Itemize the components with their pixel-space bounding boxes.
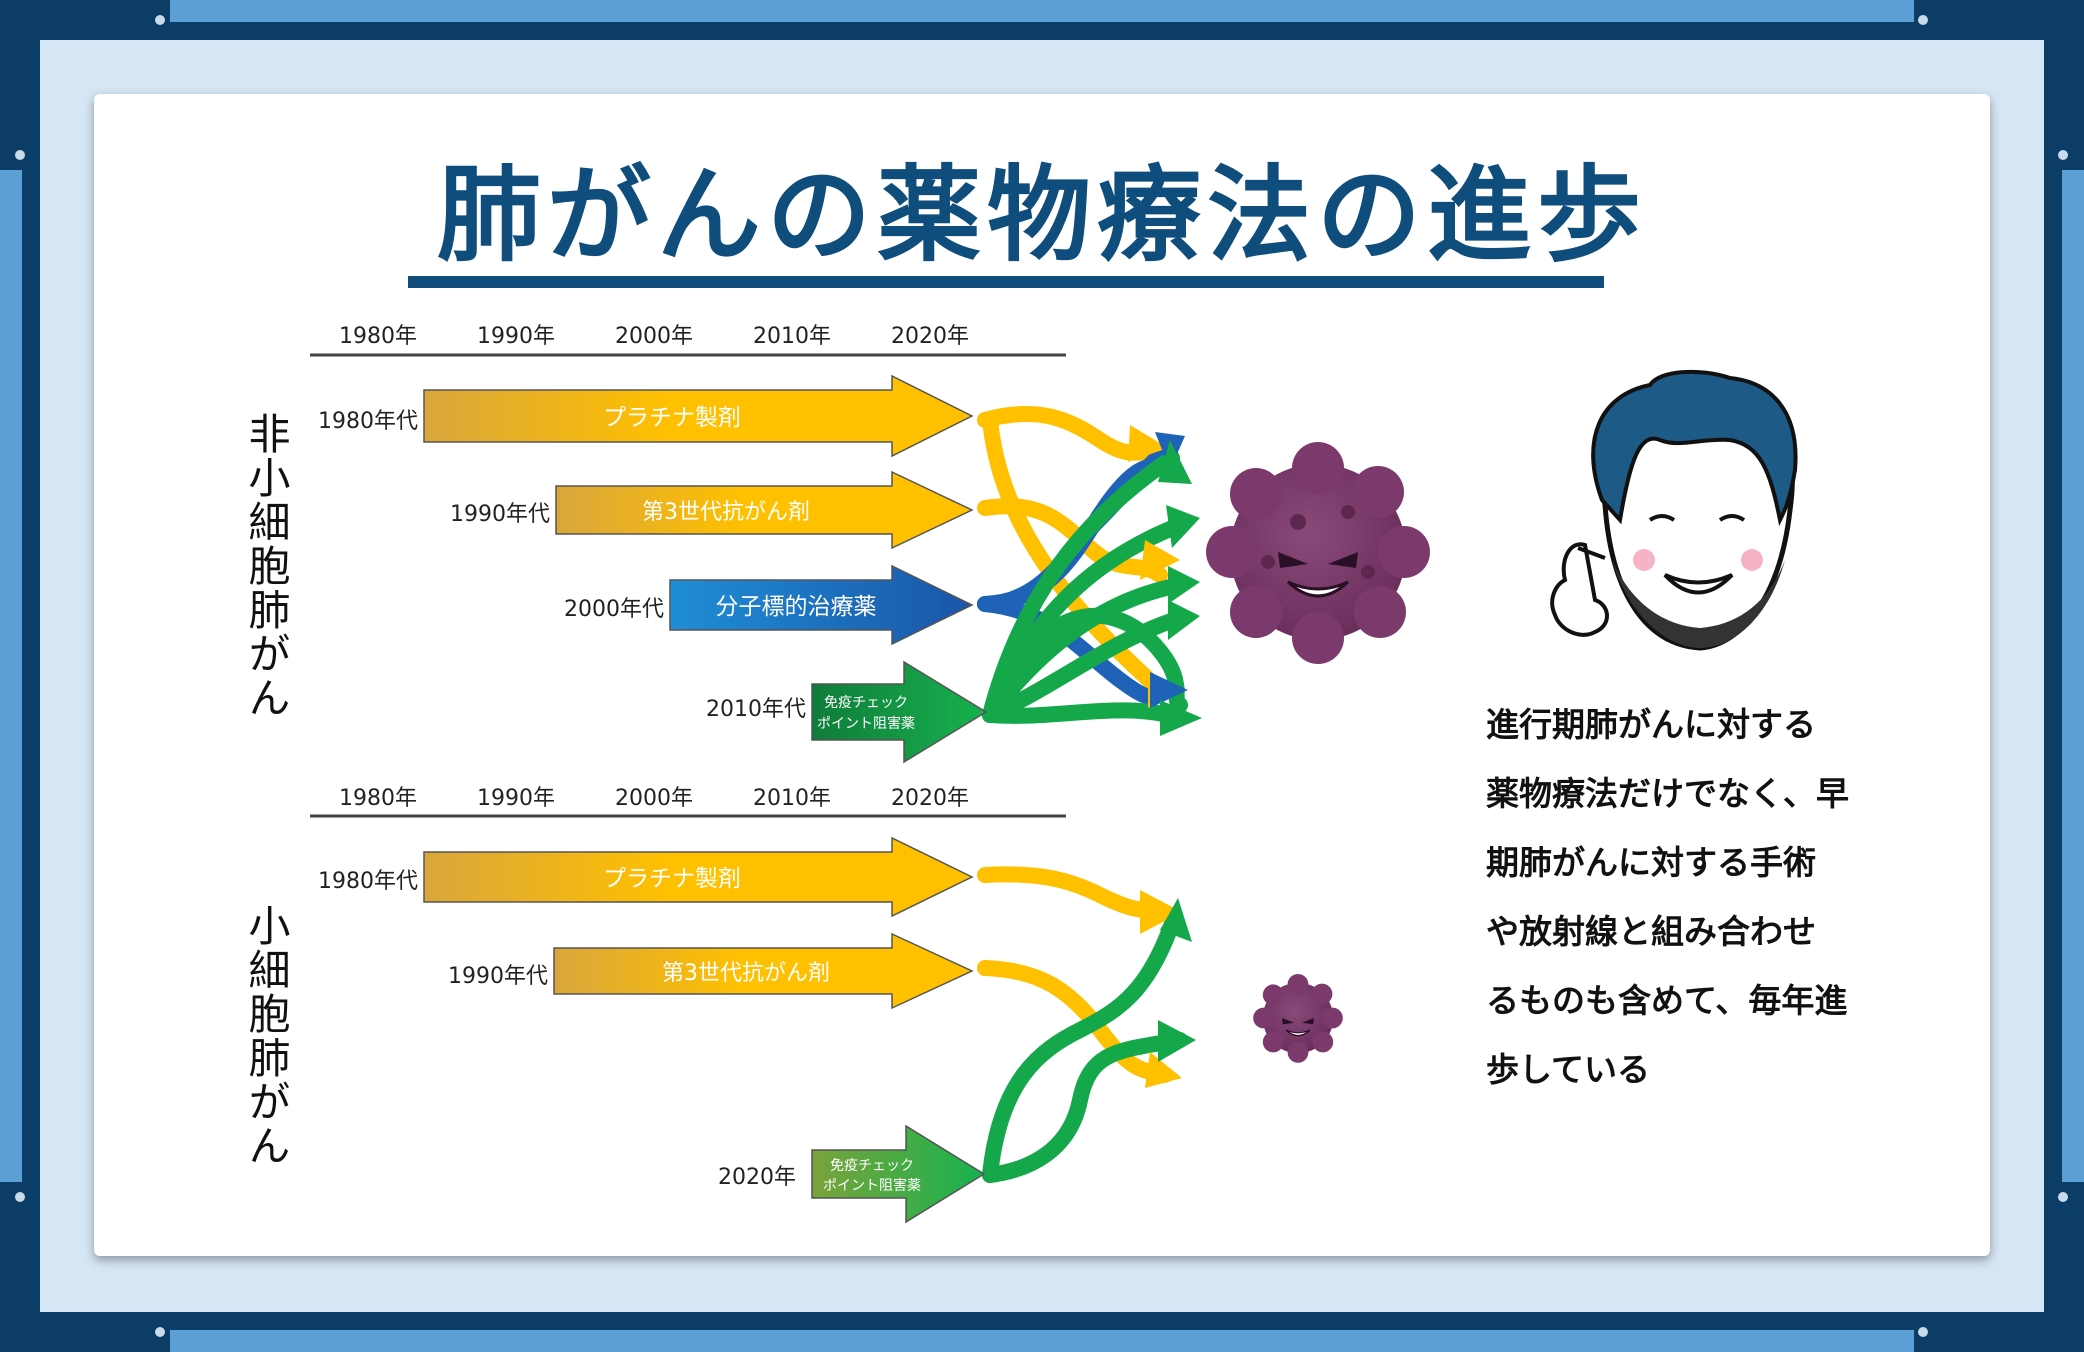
speech-line: 進行期肺がんに対する <box>1486 705 1816 744</box>
nsclc-therapy-1: 1980年代 プラチナ製剤 <box>318 374 974 458</box>
sclc-year-axis: 1980年 1990年 2000年 2010年 2020年 <box>310 786 1066 818</box>
therapy-name-line2: ポイント阻害薬 <box>823 1178 921 1194</box>
year-tick: 1990年 <box>477 786 555 811</box>
page-title: 肺がんの薬物療法の進歩 <box>436 154 1647 276</box>
year-tick: 2010年 <box>753 324 831 349</box>
frame-left-band <box>0 170 22 1182</box>
cancer-cell-large <box>1206 442 1430 664</box>
year-tick: 1990年 <box>477 324 555 349</box>
decade-label: 1980年代 <box>318 409 418 434</box>
year-tick: 2000年 <box>615 324 693 349</box>
year-tick: 1980年 <box>339 324 417 349</box>
frame-right-band <box>2062 170 2084 1182</box>
corner-dot <box>15 1192 25 1202</box>
decade-label: 2010年代 <box>706 697 806 722</box>
corner-dot <box>155 15 165 25</box>
corner-dot <box>155 1327 165 1337</box>
year-tick: 2020年 <box>891 324 969 349</box>
year-tick: 2020年 <box>891 786 969 811</box>
corner-dot <box>2058 1192 2068 1202</box>
therapy-name-line1: 免疫チェック <box>830 1158 914 1174</box>
nsclc-year-axis: 1980年 1990年 2000年 2010年 2020年 <box>310 324 1066 357</box>
frame-top-band <box>170 0 1914 22</box>
sclc-therapy-1: 1980年代 プラチナ製剤 <box>318 836 974 918</box>
sclc-therapy-3: 2020年 免疫チェック ポイント阻害薬 <box>718 1124 986 1224</box>
speech-line: るものも含めて、毎年進 <box>1486 981 1848 1020</box>
therapy-name: プラチナ製剤 <box>603 866 741 892</box>
nsclc-therapy-2: 1990年代 第3世代抗がん剤 <box>450 470 974 550</box>
year-tick: 2000年 <box>615 786 693 811</box>
speech-line: 期肺がんに対する手術 <box>1486 843 1816 882</box>
decade-label: 1990年代 <box>448 964 548 989</box>
speech-line: 歩している <box>1486 1050 1651 1089</box>
sclc-therapy-2: 1990年代 第3世代抗がん剤 <box>448 932 974 1010</box>
title-underline <box>408 276 1604 288</box>
speech-line: 薬物療法だけでなく、早 <box>1486 774 1849 813</box>
therapy-name: 第3世代抗がん剤 <box>642 500 810 525</box>
therapy-name-line1: 免疫チェック <box>824 695 908 711</box>
therapy-name: 第3世代抗がん剤 <box>662 961 830 986</box>
therapy-name: プラチナ製剤 <box>603 405 741 431</box>
corner-dot <box>1918 15 1928 25</box>
speech-line: や放射線と組み合わせ <box>1486 912 1816 951</box>
year-tick: 2010年 <box>753 786 831 811</box>
year-tick: 1980年 <box>339 786 417 811</box>
decade-label: 1980年代 <box>318 869 418 894</box>
corner-dot <box>1918 1327 1928 1337</box>
sclc-label: 小細胞肺がん <box>242 904 291 1168</box>
sclc-arrowheads <box>1140 890 1196 1088</box>
corner-dot <box>2058 150 2068 160</box>
speech-text: 進行期肺がんに対する 薬物療法だけでなく、早 期肺がんに対する手術 や放射線と組… <box>1486 690 1906 1104</box>
corner-dot <box>15 150 25 160</box>
therapy-name: 分子標的治療薬 <box>716 594 877 620</box>
nsclc-label: 非小細胞肺がん <box>242 412 291 720</box>
cancer-cell-small <box>1253 974 1343 1063</box>
nsclc-arrowheads <box>1128 425 1202 736</box>
decade-label: 2000年代 <box>564 597 664 622</box>
nsclc-therapy-3: 2000年代 分子標的治療薬 <box>564 564 974 646</box>
therapy-name-line2: ポイント阻害薬 <box>817 716 915 732</box>
frame-bottom-band <box>170 1330 1914 1352</box>
decade-label: 1990年代 <box>450 502 550 527</box>
doctor-illustration <box>1550 369 1798 651</box>
decade-label: 2020年 <box>718 1165 796 1190</box>
nsclc-therapy-4: 2010年代 免疫チェック ポイント阻害薬 <box>706 660 988 764</box>
